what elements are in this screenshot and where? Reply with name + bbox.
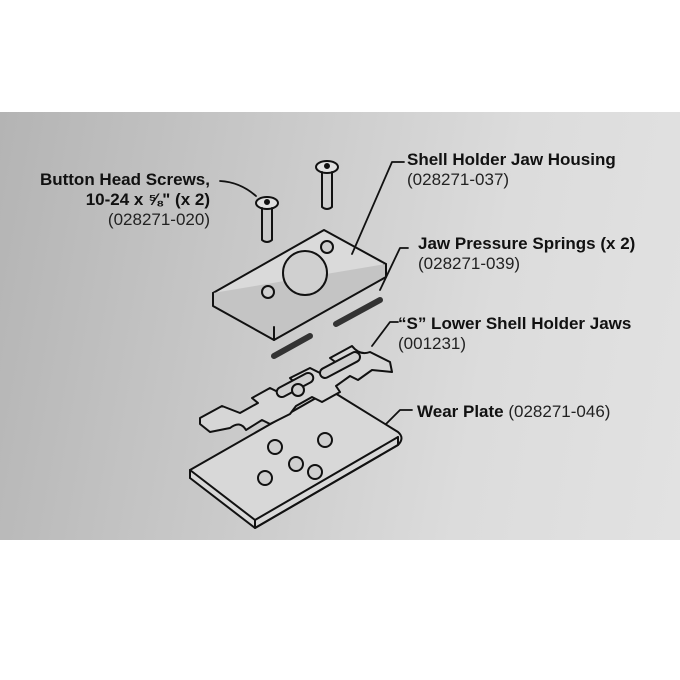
label-part-number: (028271-039) xyxy=(418,254,521,273)
label-button-head-screws: Button Head Screws, 10-24 x ⅝" (x 2) (02… xyxy=(10,170,210,230)
shell-holder-jaw-housing-shape xyxy=(212,229,387,341)
label-name: Shell Holder Jaw Housing xyxy=(407,150,616,169)
label-part-number: (001231) xyxy=(398,334,467,353)
label-part-number: (028271-046) xyxy=(508,402,611,421)
jaw-pressure-springs-shape xyxy=(271,297,383,359)
label-wear-plate: Wear Plate (028271-046) xyxy=(417,402,610,422)
label-spec: 10-24 x ⅝" (x 2) xyxy=(85,190,210,209)
label-name: Wear Plate xyxy=(417,402,504,421)
label-name: “S” Lower Shell Holder Jaws xyxy=(398,314,632,333)
label-part-number: (028271-037) xyxy=(407,170,510,189)
button-head-screws-shape xyxy=(255,160,339,243)
label-s-lower-shell-holder-jaws: “S” Lower Shell Holder Jaws (001231) xyxy=(398,314,631,354)
label-shell-holder-jaw-housing: Shell Holder Jaw Housing (028271-037) xyxy=(407,150,616,190)
label-name: Jaw Pressure Springs (x 2) xyxy=(418,234,636,253)
label-name: Button Head Screws, xyxy=(39,170,210,189)
label-jaw-pressure-springs: Jaw Pressure Springs (x 2) (028271-039) xyxy=(418,234,635,274)
wear-plate-shape xyxy=(189,389,403,529)
leader-lines xyxy=(219,161,413,425)
s-lower-shell-holder-jaws-shape xyxy=(199,345,393,433)
label-part-number: (028271-020) xyxy=(107,210,210,229)
